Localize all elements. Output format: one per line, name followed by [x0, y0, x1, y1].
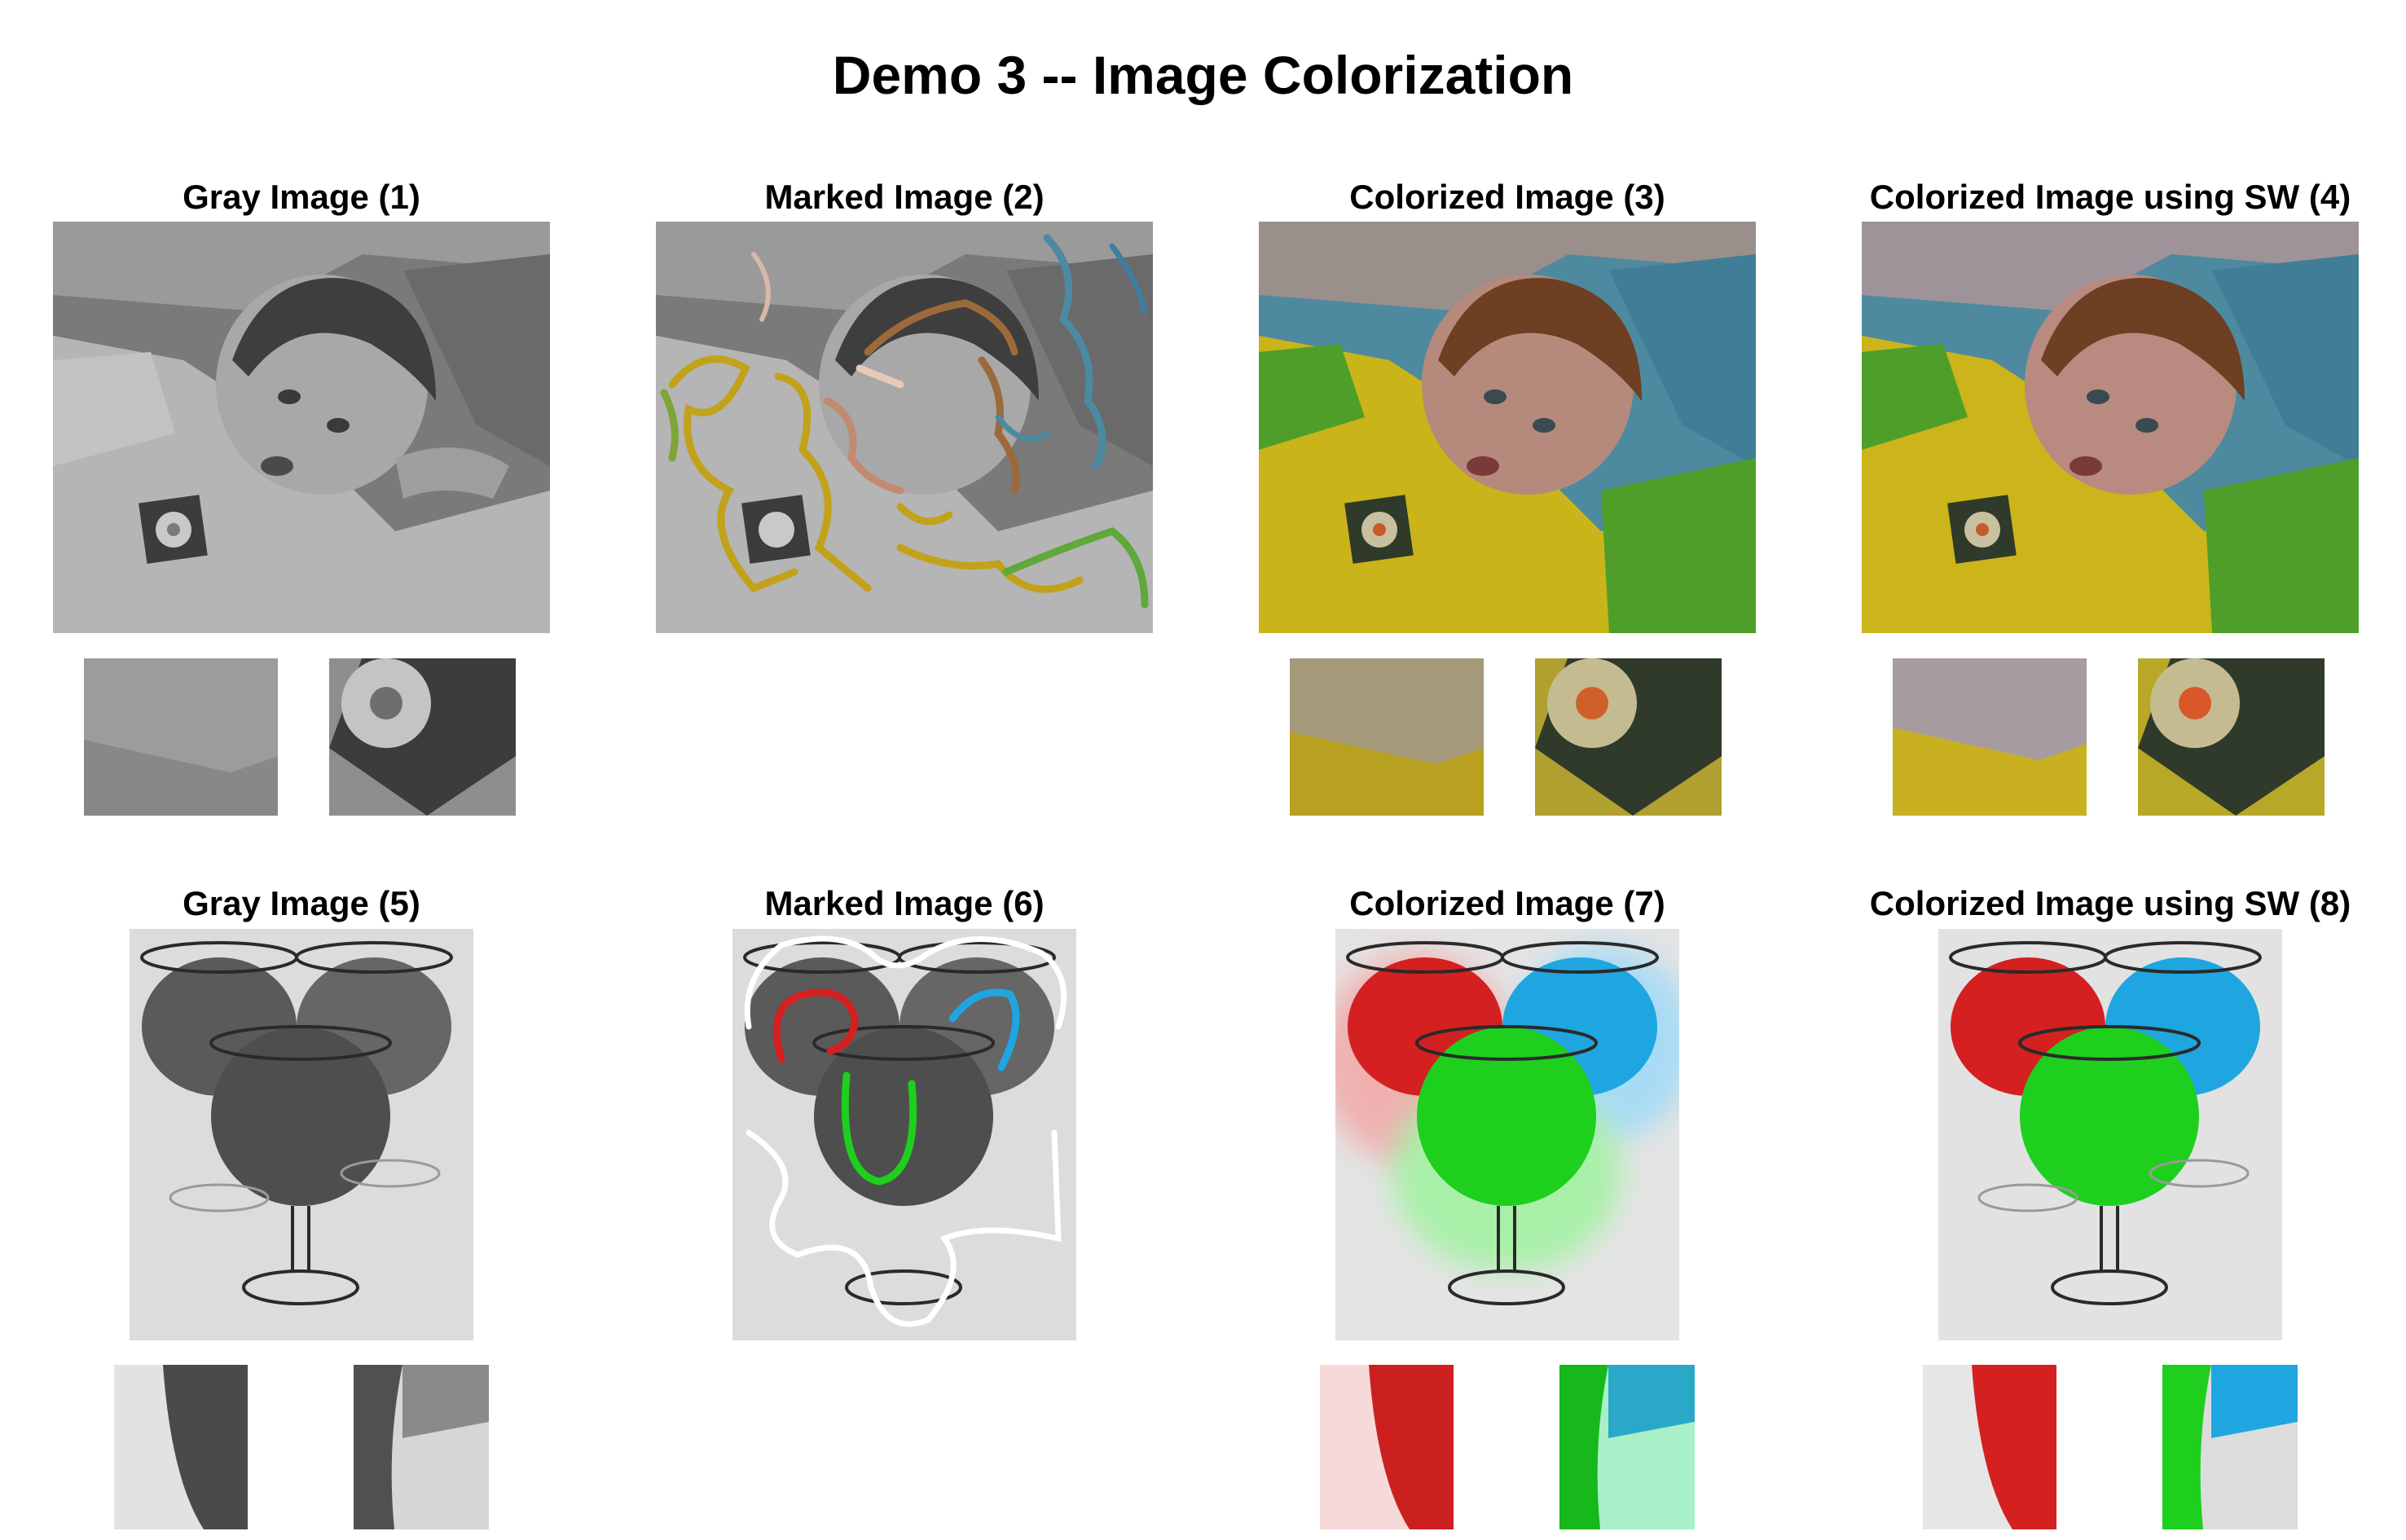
colorized-child-crop-left — [1290, 658, 1484, 816]
colorized-sw-child-crop-left — [1893, 658, 2087, 816]
colorized-glasses-crop-left — [1320, 1365, 1454, 1529]
colorized-sw-child-image — [1862, 222, 2359, 633]
colorized-glasses-crop-right — [1559, 1365, 1695, 1529]
panel-title-5: Gray Image (5) — [183, 884, 420, 922]
panel-title-4: Colorized Image using SW (4) — [1869, 178, 2351, 216]
marked-glasses-image — [732, 929, 1076, 1340]
gray-glasses-image — [130, 929, 473, 1340]
panel-title-7: Colorized Image (7) — [1349, 884, 1665, 922]
panel-title-2: Marked Image (2) — [764, 178, 1045, 216]
colorized-sw-glasses-crop-left — [1923, 1365, 2056, 1529]
gray-child-image — [53, 222, 550, 633]
gray-child-crop-flower — [329, 658, 516, 816]
gray-glasses-crop-left — [114, 1365, 248, 1529]
panel-title-6: Marked Image (6) — [764, 884, 1045, 922]
panel-title-8: Colorized Image using SW (8) — [1869, 884, 2351, 922]
gray-glasses-crop-right — [354, 1365, 489, 1529]
marked-child-image — [656, 222, 1153, 633]
colorized-glasses-image — [1335, 929, 1679, 1340]
colorized-child-crop-flower — [1535, 658, 1722, 816]
gray-child-crop-left — [84, 658, 278, 816]
colorized-sw-glasses-image — [1938, 929, 2282, 1340]
figure-title: Demo 3 -- Image Colorization — [832, 45, 1574, 105]
colorized-sw-child-crop-flower — [2138, 658, 2325, 816]
colorized-sw-glasses-crop-right — [2162, 1365, 2298, 1529]
panel-title-1: Gray Image (1) — [183, 178, 420, 216]
panel-title-3: Colorized Image (3) — [1349, 178, 1665, 216]
colorized-child-image — [1259, 222, 1756, 633]
